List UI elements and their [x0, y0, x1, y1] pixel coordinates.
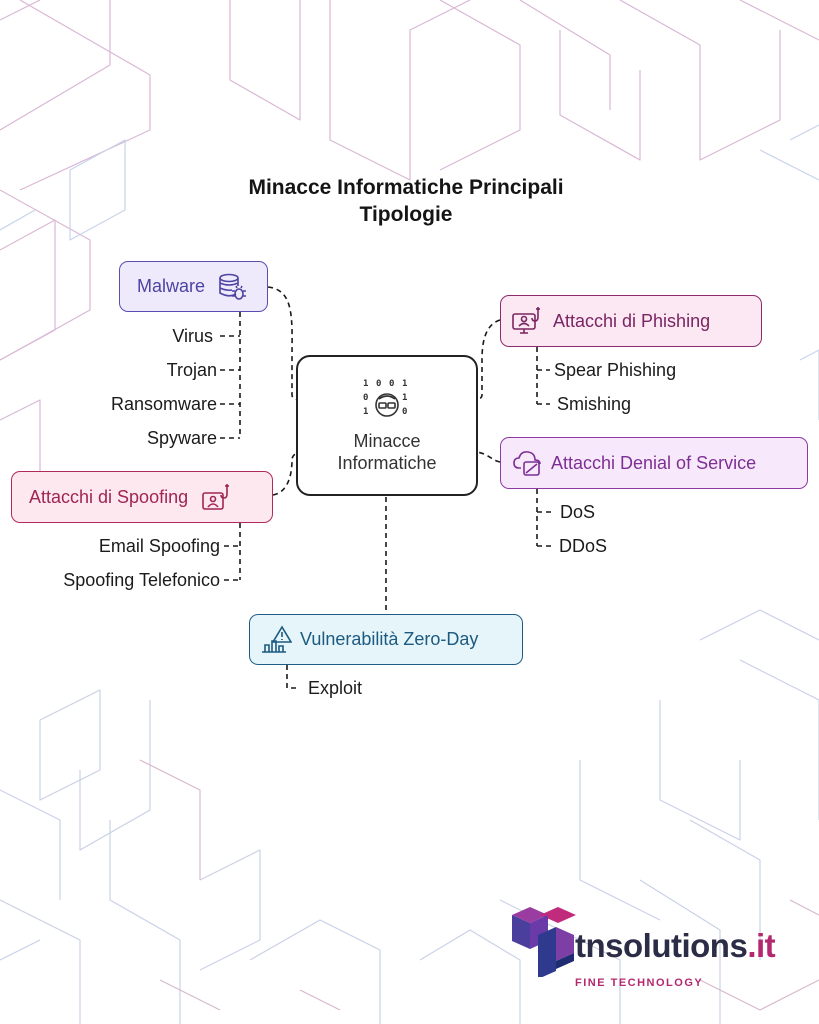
- dos-item-dos: DoS: [560, 502, 596, 522]
- phishing-item-smishing: Smishing: [557, 394, 632, 414]
- node-zeroday-label: Vulnerabilità Zero-Day: [300, 629, 479, 649]
- node-dos-label: Attacchi Denial of Service: [551, 452, 757, 473]
- cloud-blocked-icon: [513, 451, 541, 476]
- brand-tagline: FINE TECHNOLOGY: [575, 977, 704, 989]
- node-malware[interactable]: Malware: [119, 261, 268, 312]
- warning-chart-icon: [262, 624, 292, 653]
- database-bug-icon: [219, 273, 247, 300]
- svg-text:1: 1: [363, 379, 368, 389]
- center-label-1: Minacce: [353, 431, 421, 451]
- svg-text:0: 0: [376, 379, 381, 389]
- svg-text:1: 1: [402, 393, 407, 403]
- zeroday-item-exploit: Exploit: [308, 678, 363, 698]
- node-malware-label: Malware: [137, 276, 206, 296]
- spoofing-item-email: Email Spoofing: [98, 536, 220, 556]
- brand-logo: tnsolutions.it FINE TECHNOLOGY: [508, 905, 808, 995]
- id-card-hook-icon: [202, 484, 230, 510]
- dos-item-ddos: DDoS: [559, 536, 608, 556]
- malware-item-spyware: Spyware: [146, 428, 217, 448]
- malware-item-ransomware: Ransomware: [110, 394, 217, 414]
- svg-text:0: 0: [389, 379, 394, 389]
- node-zeroday[interactable]: Vulnerabilità Zero-Day: [249, 614, 523, 665]
- malware-item-virus: Virus: [172, 326, 213, 346]
- svg-text:0: 0: [363, 393, 368, 403]
- brand-ext: .it: [747, 927, 776, 964]
- diagram-title: Minacce Informatiche Principali Tipologi…: [150, 174, 662, 228]
- brand-main: tnsolutions: [575, 927, 748, 964]
- svg-text:1: 1: [402, 379, 407, 389]
- node-spoofing[interactable]: Attacchi di Spoofing: [11, 471, 273, 523]
- title-line-2: Tipologie: [359, 203, 453, 226]
- malware-item-trojan: Trojan: [166, 360, 217, 380]
- svg-text:0: 0: [402, 407, 407, 417]
- node-phishing-label: Attacchi di Phishing: [553, 310, 711, 331]
- phishing-item-spear: Spear Phishing: [554, 360, 677, 380]
- node-phishing[interactable]: Attacchi di Phishing: [500, 295, 762, 347]
- node-dos[interactable]: Attacchi Denial of Service: [500, 437, 808, 489]
- center-label-2: Informatiche: [337, 453, 437, 473]
- computer-hook-icon: [512, 307, 540, 334]
- svg-text:1: 1: [363, 407, 368, 417]
- tn-cube-logo: [512, 907, 576, 977]
- spoofing-item-phone: Spoofing Telefonico: [63, 570, 220, 590]
- brand-name: tnsolutions.it: [575, 927, 776, 965]
- title-line-1: Minacce Informatiche Principali: [248, 176, 564, 199]
- node-spoofing-label: Attacchi di Spoofing: [29, 486, 189, 507]
